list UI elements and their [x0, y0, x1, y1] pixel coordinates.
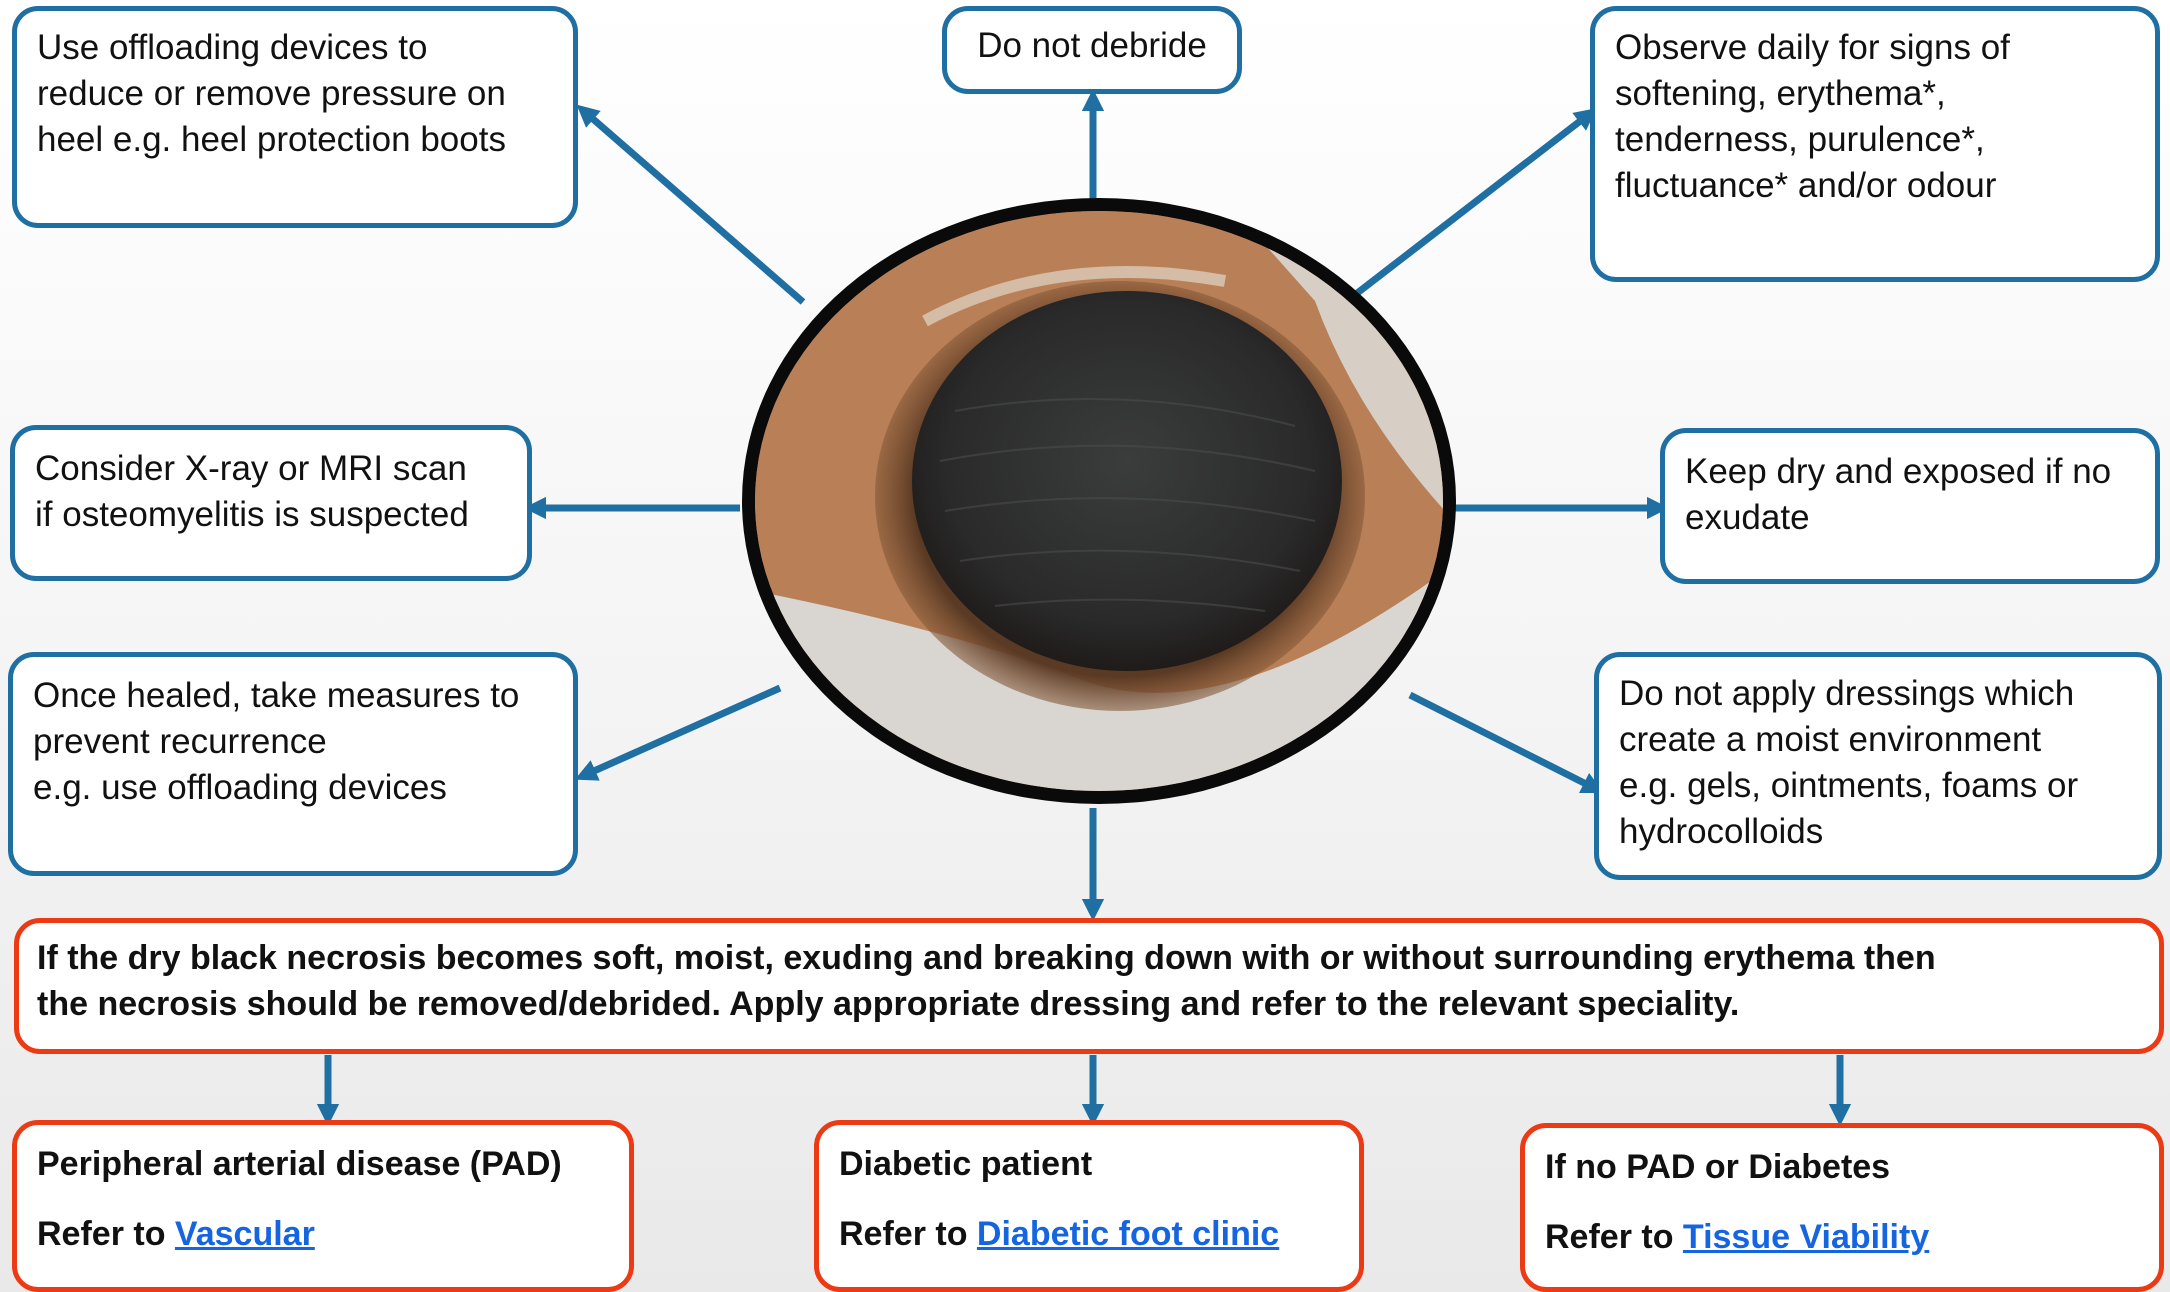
box-line: heel e.g. heel protection boots: [37, 117, 553, 163]
wound-illustration: [755, 211, 1445, 793]
keep-dry-box: Keep dry and exposed if no exudate: [1660, 428, 2160, 584]
prevent-recurrence-box: Once healed, take measures to prevent re…: [8, 652, 578, 876]
observe-daily-box: Observe daily for signs of softening, er…: [1590, 6, 2160, 282]
xray-mri-box: Consider X-ray or MRI scan if osteomyeli…: [10, 425, 532, 581]
arrow-down-left: [585, 688, 780, 775]
box-line: Keep dry and exposed if no: [1685, 449, 2135, 495]
box-line: Do not apply dressings which: [1619, 671, 2137, 717]
box-line: fluctuance* and/or odour: [1615, 163, 2135, 209]
referral-prefix: Refer to: [839, 1215, 977, 1253]
referral-pad-box: Peripheral arterial disease (PAD) Refer …: [12, 1120, 634, 1292]
box-line: Observe daily for signs of: [1615, 25, 2135, 71]
referral-tissue-viability-box: If no PAD or Diabetes Refer to Tissue Vi…: [1520, 1123, 2164, 1292]
box-line: exudate: [1685, 495, 2135, 541]
offloading-devices-box: Use offloading devices to reduce or remo…: [12, 6, 578, 228]
box-line: Consider X-ray or MRI scan: [35, 446, 507, 492]
debridement-decision-box: If the dry black necrosis becomes soft, …: [14, 918, 2164, 1054]
box-line: prevent recurrence: [33, 719, 553, 765]
tissue-viability-link[interactable]: Tissue Viability: [1683, 1218, 1929, 1256]
decision-line: the necrosis should be removed/debrided.…: [37, 981, 2141, 1027]
box-line: if osteomyelitis is suspected: [35, 492, 507, 538]
diabetic-foot-clinic-link[interactable]: Diabetic foot clinic: [977, 1215, 1279, 1253]
do-not-debride-box: Do not debride: [942, 6, 1242, 94]
vascular-link[interactable]: Vascular: [175, 1215, 315, 1253]
decision-line: If the dry black necrosis becomes soft, …: [37, 935, 2141, 981]
box-line: Do not debride: [967, 23, 1217, 69]
box-line: e.g. gels, ointments, foams or: [1619, 763, 2137, 809]
referral-heading: Peripheral arterial disease (PAD): [37, 1141, 609, 1187]
heel-necrosis-photo: [742, 198, 1456, 804]
referral-prefix: Refer to: [1545, 1218, 1683, 1256]
box-line: tenderness, purulence*,: [1615, 117, 2135, 163]
box-line: Use offloading devices to: [37, 25, 553, 71]
referral-diabetic-box: Diabetic patient Refer to Diabetic foot …: [814, 1120, 1364, 1292]
box-line: softening, erythema*,: [1615, 71, 2135, 117]
box-line: e.g. use offloading devices: [33, 765, 553, 811]
referral-prefix: Refer to: [37, 1215, 175, 1253]
box-line: Once healed, take measures to: [33, 673, 553, 719]
box-line: hydrocolloids: [1619, 809, 2137, 855]
referral-heading: Diabetic patient: [839, 1141, 1339, 1187]
no-moist-dressings-box: Do not apply dressings which create a mo…: [1594, 652, 2162, 880]
referral-heading: If no PAD or Diabetes: [1545, 1144, 2139, 1190]
box-line: create a moist environment: [1619, 717, 2137, 763]
box-line: reduce or remove pressure on: [37, 71, 553, 117]
